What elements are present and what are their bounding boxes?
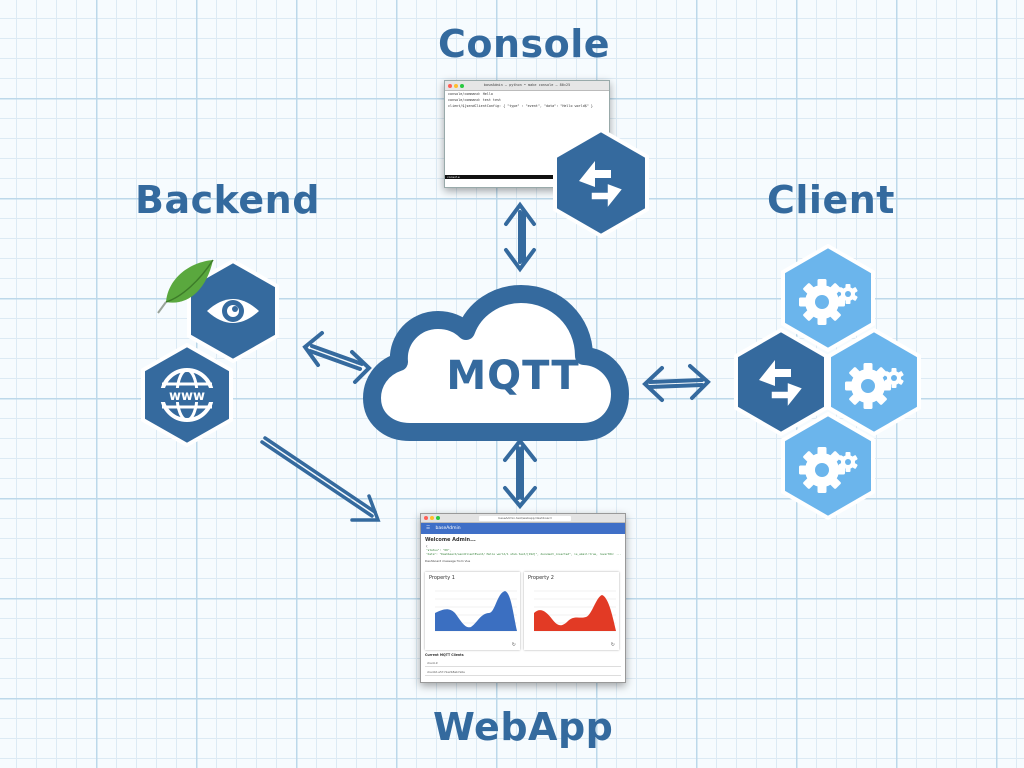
minimize-dot-icon [430,516,434,520]
eye-icon [187,258,279,364]
terminal-line: console/command: Hello [448,92,493,96]
terminal-title-bar: baseAdmin — python • make console — 80×2… [445,81,609,91]
refresh-icon[interactable]: ↻ [610,642,615,648]
gears-icon [827,327,921,437]
card-title: Property 1 [429,575,455,581]
webapp-title: WebApp [433,705,614,749]
mqtt-webapp-arrow [503,437,537,510]
code-line: "status": "OK", [426,548,452,552]
browser-toolbar: baseAdmin.test/webapp/dashboard [421,514,625,523]
client-row: clientid-e57-f1a2b8ab7e0e [425,669,621,676]
property-card: Property 1 ↻ [425,572,520,650]
code-line: "data": "Dashboard/sendClientEvent/ Hell… [426,552,622,556]
minimize-dot-icon [454,83,458,88]
refresh-icon[interactable]: ↻ [511,642,516,648]
gears-icon [781,243,875,353]
backend-title: Backend [135,178,320,222]
backend-mqtt-arrow [302,331,372,384]
zoom-dot-icon [436,516,440,520]
console-exchange-icon [553,127,649,239]
app-title: baseAdmin [435,526,461,531]
client-exchange-icon [734,327,828,437]
mqtt-cloud-icon [363,285,629,441]
www-globe-icon: www [141,342,233,448]
area-chart [435,590,517,632]
app-bar: ☰ baseAdmin [421,523,625,534]
backend-webapp-arrow [260,436,381,522]
area-chart [534,590,616,632]
client-row: client-9 [425,660,621,667]
code-line: { [426,544,428,548]
menu-icon[interactable]: ☰ [426,526,431,531]
mqtt-clients-heading: Current MQTT Clients [425,653,464,657]
svg-text:www: www [169,389,205,404]
terminal-status-bar: console [445,175,609,179]
gears-icon [781,411,875,521]
console-title: Console [438,22,611,66]
dashboard-message: Dashboard message from Vue [425,559,471,563]
property-card: Property 2 ↻ [524,572,619,650]
zoom-dot-icon [460,83,464,88]
mqtt-client-arrow [642,364,711,402]
terminal-line: client/${sendClientConfig: { "type" : "e… [448,104,593,108]
terminal-title: baseAdmin — python • make console — 80×2… [483,83,571,87]
webapp-browser-window: baseAdmin.test/webapp/dashboard ☰ baseAd… [420,513,626,683]
client-title: Client [767,178,895,222]
close-dot-icon [424,516,428,520]
address-bar[interactable]: baseAdmin.test/webapp/dashboard [479,515,571,521]
close-dot-icon [448,83,452,88]
terminal-line: console/command: test test [448,98,502,102]
mqtt-label: MQTT [446,353,579,399]
card-title: Property 2 [528,575,554,581]
welcome-heading: Welcome Admin... [425,537,476,543]
mongodb-leaf-icon [157,259,214,314]
console-mqtt-arrow [504,201,536,273]
